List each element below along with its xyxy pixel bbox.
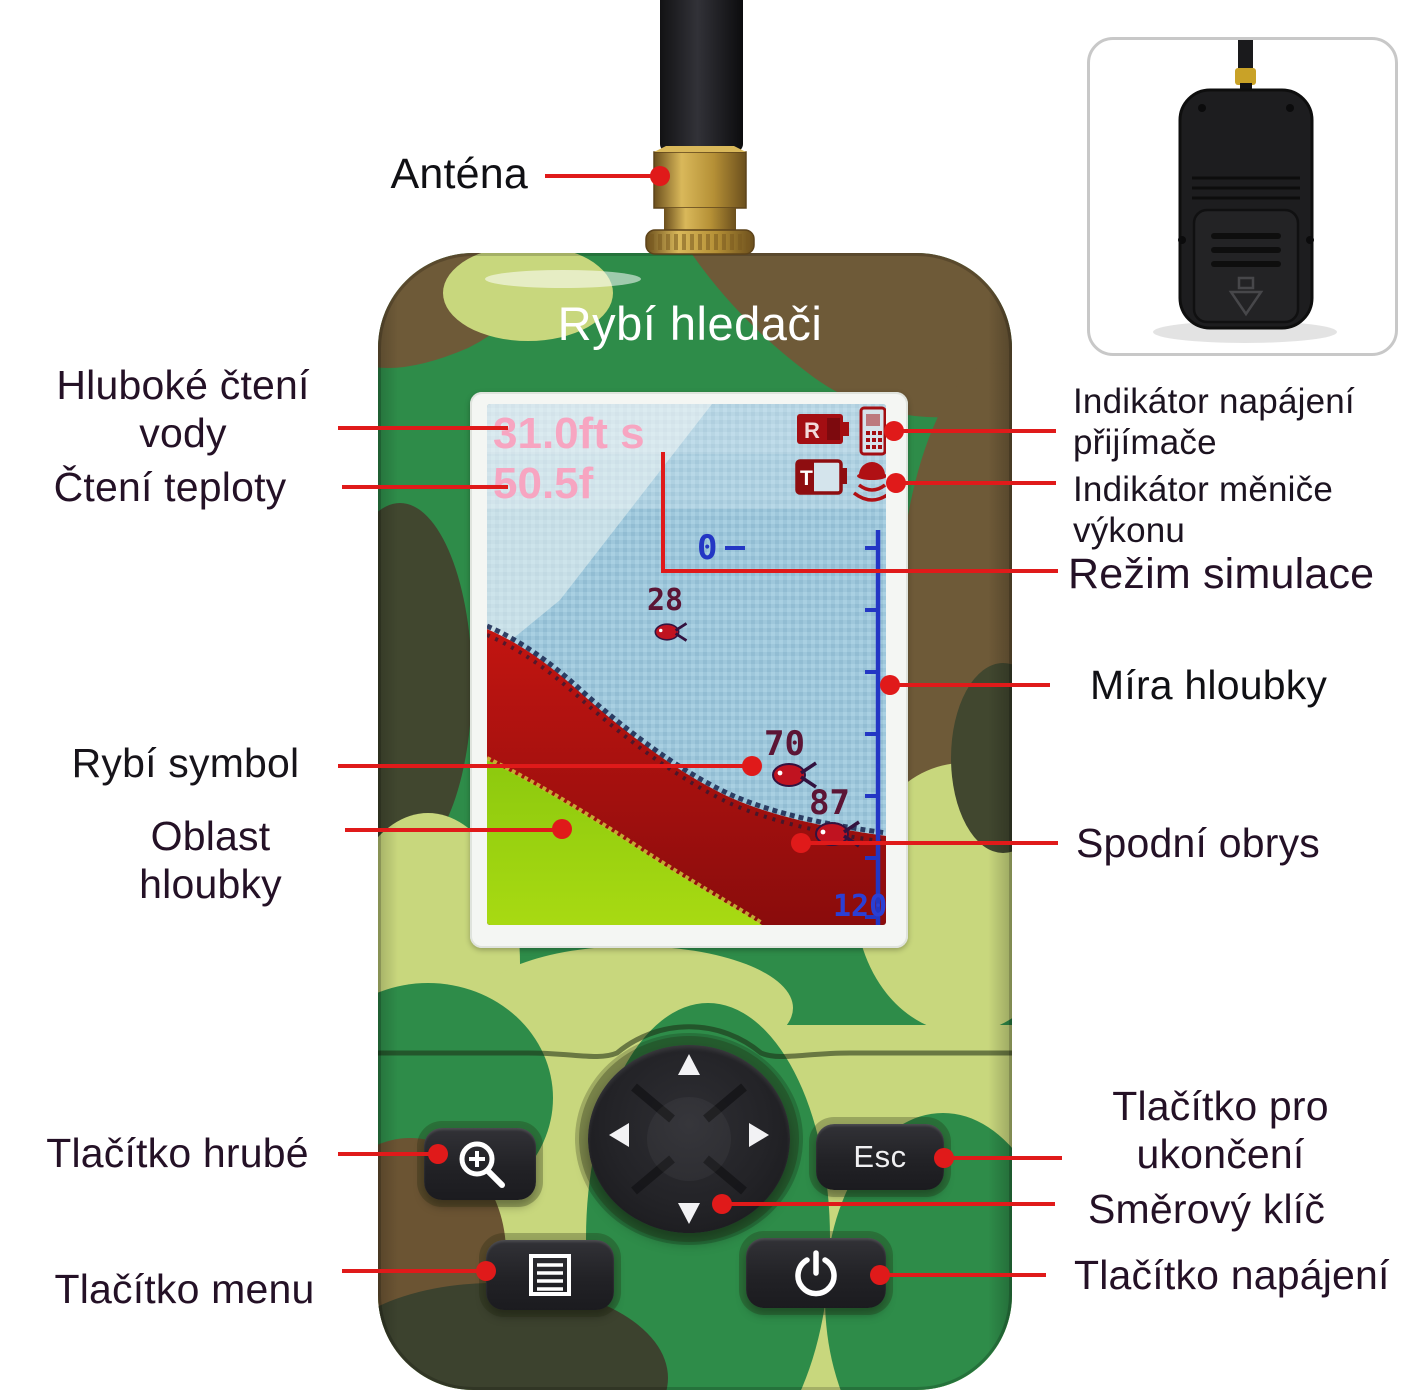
depth-scale (725, 530, 881, 925)
fish-symbol-28: 28 (647, 583, 688, 642)
magnifier-plus-icon (459, 1141, 505, 1188)
label-coarse-button: Tlačítko hrubé (46, 1130, 309, 1176)
svg-text:28: 28 (647, 583, 683, 618)
svg-text:T: T (800, 467, 813, 490)
receiver-battery-icon: R (797, 414, 849, 444)
screen-glare (487, 404, 712, 660)
label-temperature-reading: Čtení teploty (53, 464, 287, 510)
page-title: Rybí hledači (557, 297, 823, 350)
menu-button[interactable] (486, 1240, 614, 1310)
svg-text:70: 70 (764, 724, 805, 764)
dpad-up-icon[interactable] (678, 1054, 700, 1075)
label-bottom-contour: Spodní obrys (1076, 820, 1320, 866)
sonar-graphics: 0 120 31.0ft s 50.5f R (487, 404, 886, 925)
depth-area-green (487, 756, 764, 925)
power-icon (795, 1250, 837, 1297)
depth-scale-bottom-value: 120 (833, 889, 886, 924)
antenna-icon (645, 0, 755, 255)
label-transducer-power-indicator: Indikátor měniče výkonu (1073, 470, 1333, 550)
dpad-down-icon[interactable] (678, 1203, 700, 1224)
esc-button[interactable]: Esc (816, 1124, 944, 1190)
label-receiver-power-indicator: Indikátor napájení přijímače (1073, 382, 1355, 462)
svg-text:87: 87 (809, 783, 850, 823)
receiver-back-illustration (1153, 40, 1337, 343)
receiver-handheld-icon (859, 406, 886, 456)
label-depth-area: Oblast hloubky (139, 813, 282, 907)
direction-pad[interactable] (588, 1045, 790, 1233)
zoom-button[interactable] (424, 1128, 536, 1200)
screen-bezel: 0 120 31.0ft s 50.5f R (470, 392, 908, 948)
dpad-right-icon[interactable] (749, 1123, 769, 1147)
label-antenna: Anténa (390, 150, 528, 198)
esc-button-label: Esc (853, 1139, 907, 1174)
inset-antenna-stub (1238, 40, 1253, 72)
svg-text:R: R (804, 418, 820, 443)
label-exit-button: Tlačítko pro ukončení (1112, 1083, 1329, 1177)
transducer-battery-icon: T (795, 459, 847, 495)
power-button[interactable] (746, 1238, 886, 1308)
fish-symbol-70: 70 (764, 724, 817, 789)
label-power-button: Tlačítko napájení (1074, 1252, 1390, 1298)
menu-list-icon (529, 1254, 571, 1296)
label-menu-button: Tlačítko menu (54, 1266, 315, 1312)
deep-water-readout: 31.0ft s (493, 409, 645, 458)
inset-triangle-mark (1228, 276, 1264, 317)
dpad-left-icon[interactable] (609, 1123, 629, 1147)
label-fish-symbol: Rybí symbol (71, 740, 300, 786)
transducer-inset-photo (1087, 37, 1398, 356)
label-deep-water-reading: Hluboké čtení vody (56, 362, 310, 456)
label-depth-scale: Míra hloubky (1090, 662, 1328, 708)
depth-scale-top-value: 0 (697, 528, 717, 568)
fish-symbol-87: 87 (809, 783, 860, 848)
temperature-readout: 50.5f (493, 459, 594, 508)
label-direction-key: Směrový klíč (1088, 1186, 1326, 1232)
sonar-display: 0 120 31.0ft s 50.5f R (487, 404, 886, 925)
label-simulation-mode: Režim simulace (1068, 550, 1375, 598)
